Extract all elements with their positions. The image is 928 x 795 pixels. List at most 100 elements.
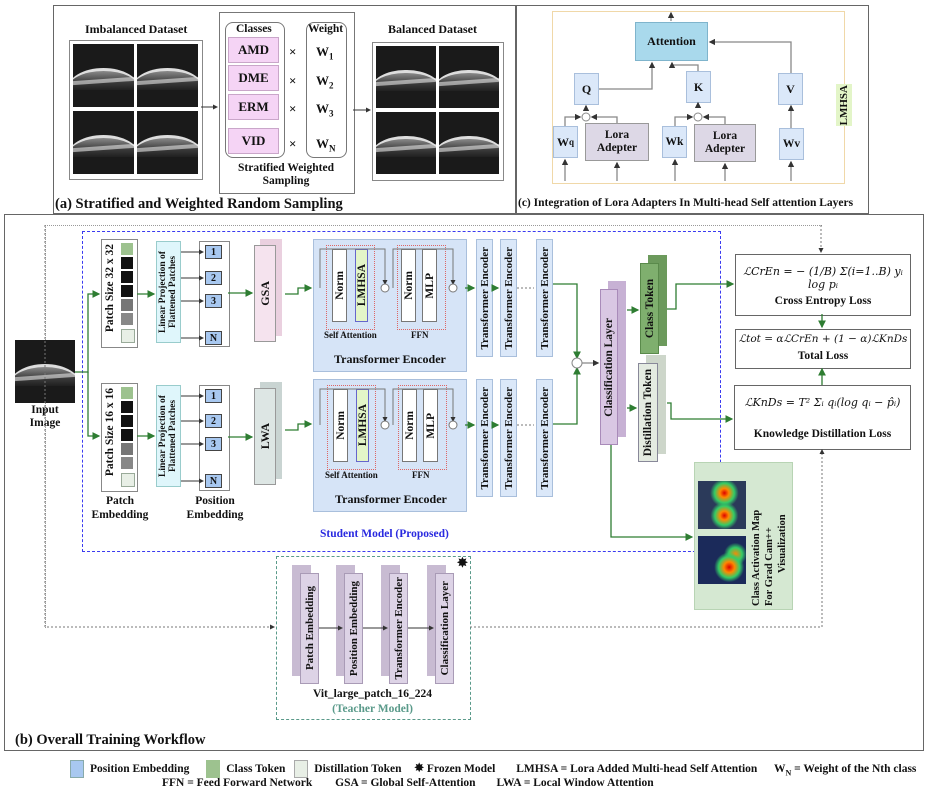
norm-label: Norm: [333, 271, 346, 300]
input-image-label: Input Image: [15, 404, 75, 430]
lora-label: Adepter: [704, 143, 746, 155]
weight-base: W: [316, 44, 329, 59]
legend-swatch-distillation: [294, 760, 309, 778]
legend-definition: FFN = Feed Forward Network: [162, 777, 313, 789]
frozen-icon: ✸: [457, 555, 468, 570]
balanced-image-grid: [372, 42, 504, 181]
legend-label: Class Token: [226, 762, 286, 775]
teacher-block-label: Transformer Encoder: [392, 577, 405, 680]
classification-layer-label: Classification Layer: [603, 317, 615, 417]
transformer-encoder-stack: Transformer Encoder: [500, 239, 517, 357]
legend-definition: LWA = Local Window Attention: [496, 777, 654, 789]
ffn-label: FFN: [412, 470, 430, 480]
legend-label: Position Embedding: [90, 762, 190, 775]
weight-w1: W1: [316, 44, 334, 62]
distillation-token-patch: [121, 329, 135, 343]
patch-strip-16: Patch Size 16 x 16: [101, 383, 138, 492]
cross-entropy-loss-box: ℒCrEn = − (1/B) Σ(i=1..B) yᵢ log pᵢ Cros…: [735, 254, 911, 316]
norm-block: Norm: [401, 249, 416, 322]
norm-label: Norm: [402, 271, 415, 300]
lmhsa-tag: LMHSA: [836, 84, 852, 126]
distillation-token-patch: [121, 473, 135, 487]
encoder-label: Transformer Encoder: [538, 386, 551, 490]
encoder-label: Transformer Encoder: [478, 386, 491, 490]
wn-sub: N: [785, 767, 792, 777]
legend-row-1: Position Embedding Class Token Distillat…: [70, 760, 916, 778]
legend-definition: GSA = Global Self-Attention: [335, 777, 476, 789]
class-token-patch: [121, 243, 133, 255]
legend-label: Distillation Token: [314, 762, 402, 775]
teacher-patch-embedding: Patch Embedding: [300, 573, 319, 684]
image-patch: [121, 415, 133, 427]
sampler-box: [219, 12, 355, 194]
wv-block: Wv: [779, 128, 804, 160]
image-patch: [121, 299, 133, 311]
balanced-dataset-title: Balanced Dataset: [388, 22, 477, 36]
oct-image: [439, 46, 499, 108]
transformer-encoder-title: Transformer Encoder: [335, 492, 447, 506]
self-attention-group: [327, 385, 376, 470]
lwa-label: LWA: [257, 423, 272, 450]
image-patch: [121, 457, 133, 469]
input-label-line: Image: [29, 417, 61, 429]
ffn-label: FFN: [411, 330, 429, 340]
image-patch: [121, 313, 133, 325]
student-model-label: Student Model (Proposed): [320, 528, 449, 540]
gsa-label: GSA: [257, 281, 272, 306]
attention-block: Attention: [635, 22, 708, 61]
position-token: N: [205, 474, 222, 488]
classes-column: [225, 22, 285, 158]
times-icon: ×: [289, 44, 297, 59]
kd-loss-label: Knowledge Distillation Loss: [753, 428, 892, 440]
lwa-block: LWA: [254, 388, 276, 485]
cross-entropy-formula: ℒCrEn = − (1/B) Σ(i=1..B) yᵢ log pᵢ: [743, 265, 903, 291]
ffn-group: [398, 385, 447, 470]
teacher-role: (Teacher Model): [332, 703, 413, 715]
lmhsa-block: LMHSA: [356, 389, 369, 462]
wk-block: Wk: [662, 126, 687, 158]
weight-w3: W3: [316, 101, 334, 119]
transformer-encoder-stack: Transformer Encoder: [476, 239, 493, 357]
patch-size-16-label: Patch Size 16 x 16: [104, 388, 116, 477]
linear-projection-label: Linear Projection of Flattened Patches: [157, 251, 178, 333]
linear-projection-label: Linear Projection of Flattened Patches: [157, 395, 178, 477]
total-loss-box: ℒtot = αℒCrEn + (1 − α)ℒKnDs Total Loss: [735, 329, 911, 369]
norm-label: Norm: [334, 411, 347, 440]
weight-base: W: [316, 101, 329, 116]
classification-layer: Classification Layer: [600, 289, 618, 445]
self-attention-label: Self Attention: [324, 330, 377, 340]
position-token: 2: [205, 414, 222, 428]
teacher-position-embedding: Position Embedding: [344, 573, 363, 684]
image-patch: [121, 401, 133, 413]
encoder-label: Transformer Encoder: [502, 246, 515, 350]
lmhsa-label: LMHSA: [355, 264, 368, 307]
patch-size-32-label: Patch Size 32 x 32: [104, 244, 116, 333]
oct-image: [73, 111, 134, 174]
position-token: 1: [205, 245, 222, 259]
norm-block: Norm: [333, 389, 348, 462]
legend-swatch-position: [70, 760, 84, 778]
cam-label-line: For Grad Cam++: [764, 527, 775, 606]
cross-entropy-label: Cross Entropy Loss: [774, 295, 872, 307]
mlp-label: MLP: [424, 412, 437, 439]
position-token: 3: [205, 437, 222, 451]
position-token: 1: [205, 389, 222, 403]
legend-frozen-icon: ✸: [414, 762, 425, 775]
lora-label: Lora: [604, 129, 630, 141]
gsa-block: GSA: [254, 245, 276, 342]
transformer-encoder-stack: Transformer Encoder: [500, 379, 517, 497]
transformer-encoder-stack: Transformer Encoder: [476, 379, 493, 497]
teacher-model-frame: [276, 556, 471, 720]
weight-wn: WN: [316, 136, 336, 154]
linear-projection-bottom: Linear Projection of Flattened Patches: [156, 385, 181, 487]
encoder-label: Transformer Encoder: [502, 386, 515, 490]
oct-image: [439, 112, 499, 174]
lmhsa-tag-label: LMHSA: [838, 84, 850, 126]
legend-definition: WN = Weight of the Nth class: [774, 763, 916, 777]
lora-label: Lora: [712, 130, 738, 142]
total-loss-formula: ℒtot = αℒCrEn + (1 − α)ℒKnDs: [738, 333, 908, 345]
class-vid: VID: [228, 128, 279, 154]
mlp-block: MLP: [422, 249, 437, 322]
class-token-patch: [121, 387, 133, 399]
